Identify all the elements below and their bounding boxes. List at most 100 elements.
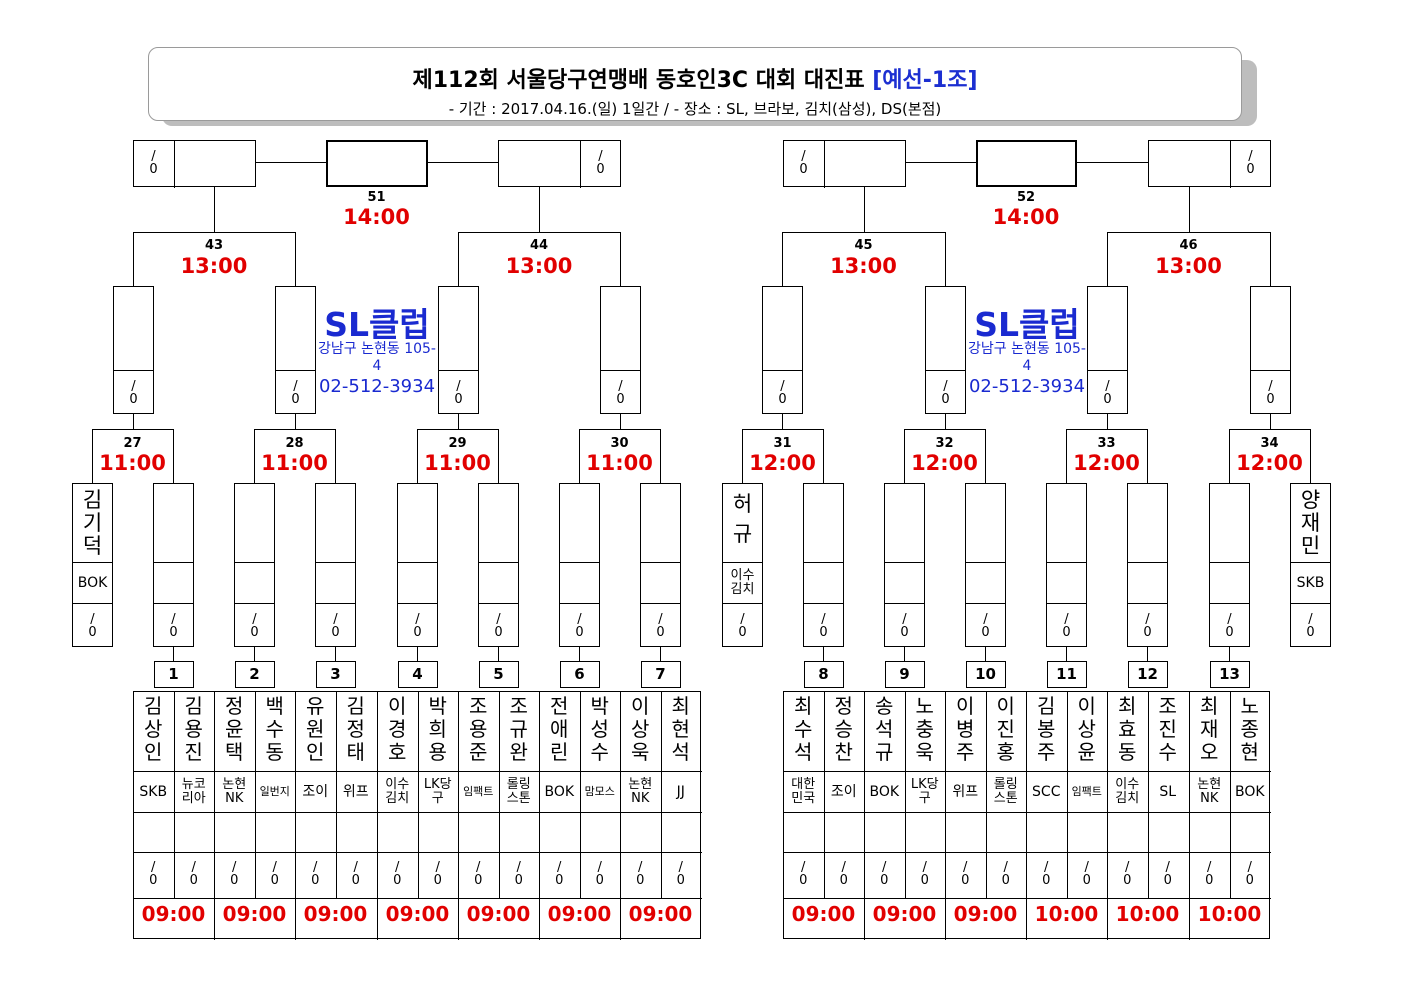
- bracket-line: [884, 562, 925, 563]
- bracket-line: [153, 562, 194, 563]
- round2-match-number: 32: [935, 436, 954, 451]
- slot-score: /0: [331, 612, 340, 640]
- player-score: /0: [433, 860, 442, 888]
- round3-score: /0: [778, 379, 787, 407]
- slot-box: [153, 483, 194, 647]
- player-score: /0: [1245, 860, 1254, 888]
- round2-match-time: 12:00: [1073, 451, 1140, 475]
- player-score: /0: [189, 860, 198, 888]
- bracket-line: [254, 647, 255, 662]
- finalist-score: /0: [149, 149, 158, 177]
- round2-match-number: 29: [448, 436, 467, 451]
- first-round-time: 09:00: [628, 902, 693, 926]
- match-number-box: 13: [1209, 661, 1250, 688]
- bracket-line: [640, 562, 681, 563]
- first-round-time: 09:00: [303, 902, 368, 926]
- bracket-line: [925, 370, 966, 371]
- bracket-line: [113, 370, 154, 371]
- slot-box: [722, 483, 763, 647]
- bracket-line: [417, 647, 418, 662]
- bracket-line: [315, 603, 356, 604]
- bracket-line: [1250, 370, 1291, 371]
- match-number-box: 5: [478, 661, 519, 688]
- player-club: 뉴코리아: [181, 777, 206, 806]
- player-club: 조이: [302, 784, 329, 800]
- player-club: BOK: [544, 784, 575, 800]
- bracket-line: [640, 603, 681, 604]
- bracket-line: [1107, 232, 1108, 287]
- slot-box: [478, 483, 519, 647]
- bracket-line: [1147, 429, 1148, 484]
- bracket-line: [1046, 603, 1087, 604]
- bracket-line: [1189, 187, 1190, 233]
- bracket-line: [133, 232, 134, 287]
- round2-match-number: 31: [773, 436, 792, 451]
- player-name: 최수석: [794, 694, 813, 764]
- bracket-line: [1066, 429, 1067, 484]
- round3-score: /0: [616, 379, 625, 407]
- slot-score: /0: [900, 612, 909, 640]
- bracket-line: [762, 370, 803, 371]
- player-club: BOK: [869, 784, 900, 800]
- player-club: 위프: [342, 784, 369, 800]
- player-club: 대한민국: [791, 777, 816, 806]
- player-name: 이경호: [388, 694, 407, 764]
- header-banner: 제112회 서울당구연맹배 동호인3C 대회 대진표 [예선-1조] - 기간 …: [148, 47, 1242, 121]
- first-round-time: 09:00: [466, 902, 531, 926]
- semi-match-number: 44: [529, 238, 549, 253]
- venue-phone: 02-512-3934: [318, 376, 436, 397]
- finalist-score: /0: [799, 149, 808, 177]
- bracket-line: [1127, 603, 1168, 604]
- player-score: /0: [1123, 860, 1132, 888]
- bracket-line: [377, 691, 378, 940]
- finalist-box: [133, 140, 256, 187]
- bracket-line: [1046, 562, 1087, 563]
- bracket-line: [92, 429, 93, 484]
- champion-box: [976, 140, 1077, 187]
- bracket-line: [864, 187, 865, 233]
- bracket-line: [458, 414, 459, 430]
- slot-box: [72, 483, 113, 647]
- finalist-score: /0: [596, 149, 605, 177]
- bracket-line: [234, 562, 275, 563]
- semi-match-number: 43: [204, 238, 224, 253]
- player-score: /0: [636, 860, 645, 888]
- bye-player-name: 허규: [732, 492, 753, 546]
- player-score: /0: [311, 860, 320, 888]
- player-club: SKB: [139, 784, 168, 800]
- round2-match-time: 11:00: [424, 451, 491, 475]
- semi-match-number: 46: [1179, 238, 1198, 253]
- player-score: /0: [351, 860, 360, 888]
- bracket-line: [904, 647, 905, 662]
- venue-name: SL클럽: [324, 305, 430, 344]
- bracket-line: [660, 429, 661, 484]
- match-number-box: 4: [397, 661, 438, 688]
- slot-score: /0: [1143, 612, 1152, 640]
- slot-score: /0: [981, 612, 990, 640]
- semi-match-time: 13:00: [180, 254, 248, 278]
- slot-box: [803, 483, 844, 647]
- bracket-line: [945, 691, 946, 940]
- bracket-line: [1290, 562, 1331, 563]
- player-club: 이수김치: [385, 777, 410, 806]
- bracket-line: [1147, 647, 1148, 662]
- bracket-line: [173, 647, 174, 662]
- player-name: 박성수: [590, 694, 609, 764]
- player-score: /0: [920, 860, 929, 888]
- event-period-venue: - 기간 : 2017.04.16.(일) 1일간 / - 장소 : SL, 브…: [448, 100, 942, 118]
- player-name: 정윤택: [225, 694, 244, 764]
- bracket-line: [417, 429, 418, 484]
- bracket-line: [335, 647, 336, 662]
- bracket-line: [1107, 414, 1108, 430]
- match-number-box: 2: [234, 661, 275, 688]
- bracket-line: [803, 562, 844, 563]
- bracket-line: [945, 414, 946, 430]
- player-score: /0: [880, 860, 889, 888]
- player-club: 논현NK: [1197, 777, 1222, 806]
- bracket-line: [1076, 162, 1149, 163]
- player-name: 김봉주: [1037, 694, 1056, 764]
- bracket-line: [1189, 691, 1190, 940]
- bracket-line: [783, 771, 1271, 772]
- round2-match-time: 11:00: [99, 451, 166, 475]
- bracket-line: [742, 429, 824, 430]
